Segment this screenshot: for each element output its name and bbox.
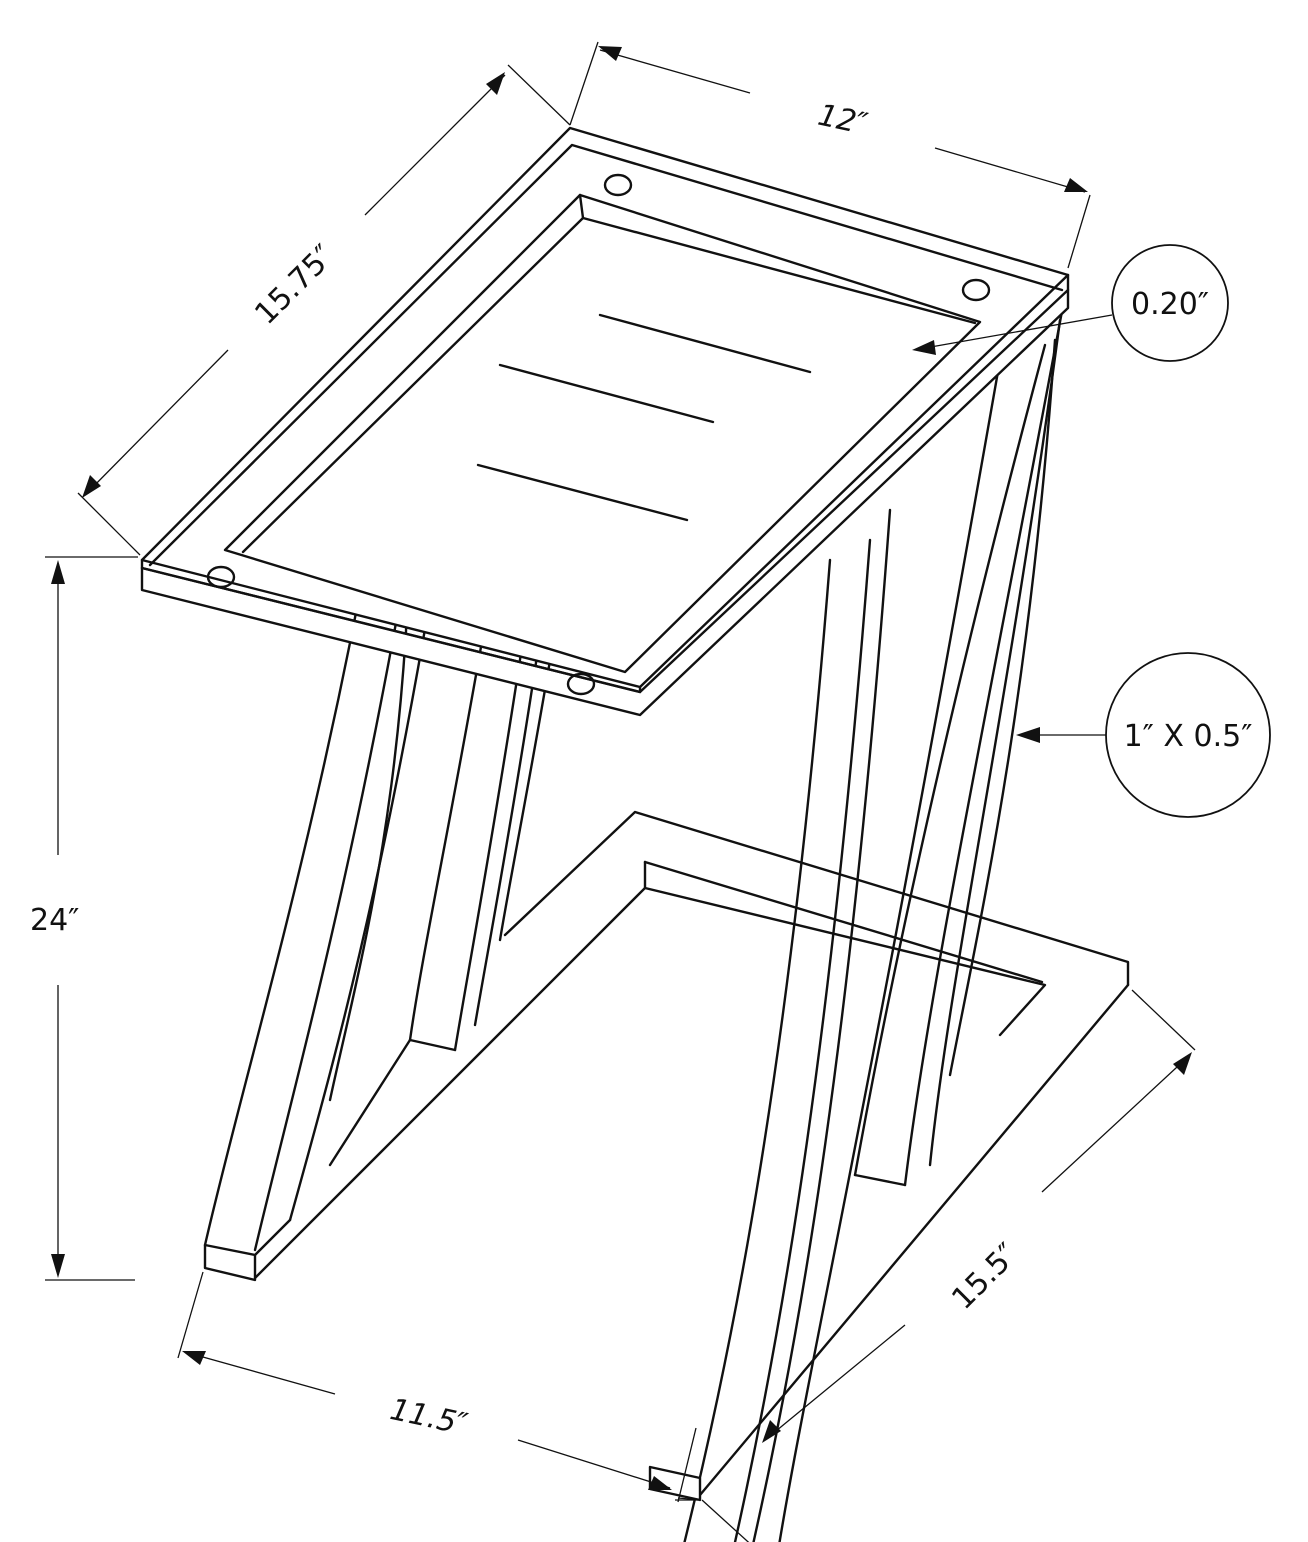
dim-base-width: 11.5″ (177, 1271, 701, 1503)
table-top (140, 126, 1070, 717)
callout-circle-tube (1105, 652, 1271, 818)
base-frame (203, 810, 1130, 1502)
label-top-width: 12″ (815, 98, 871, 143)
label-base-depth: 15.5″ (945, 1237, 1025, 1317)
left-leg-frame (203, 223, 617, 1252)
label-top-depth: 15.75″ (248, 238, 341, 331)
bumper-dot-4 (566, 672, 596, 696)
bumper-dot-1 (603, 173, 633, 197)
bumper-dot-2 (961, 278, 991, 302)
callout-glass-thickness: 0.20″ (912, 244, 1229, 362)
label-glass-thickness: 0.20″ (1131, 287, 1209, 322)
label-tube-size: 1″ X 0.5″ (1124, 719, 1253, 754)
label-height: 24″ (30, 903, 79, 938)
callout-circle-glass (1111, 244, 1229, 362)
callout-tube-size: 1″ X 0.5″ (1016, 652, 1271, 818)
right-leg-frame (683, 293, 1067, 1542)
dim-height: 24″ (30, 556, 138, 1281)
label-base-width: 11.5″ (387, 1392, 471, 1443)
bumper-dot-3 (206, 565, 236, 589)
